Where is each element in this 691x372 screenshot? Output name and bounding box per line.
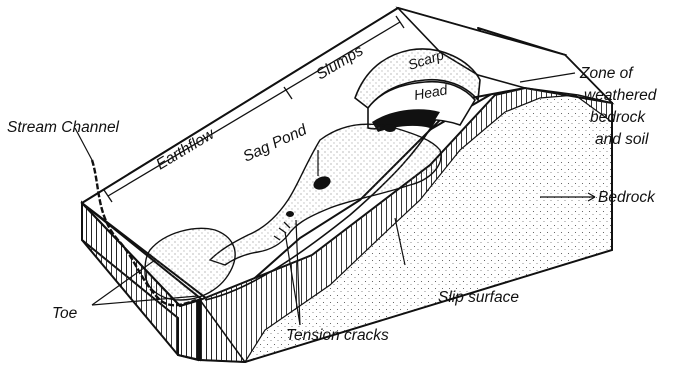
label-stream-channel: Stream Channel	[7, 119, 120, 136]
crack-dark-spot	[286, 211, 294, 217]
label-zone-line4: and soil	[595, 131, 649, 148]
label-toe: Toe	[52, 305, 78, 322]
head-dark-spot	[384, 124, 396, 132]
label-slip-surface: Slip surface	[438, 289, 519, 306]
label-tension-cracks: Tension cracks	[286, 327, 389, 344]
label-zone-line3: bedrock	[590, 109, 646, 126]
label-zone-line1: Zone of	[579, 65, 634, 82]
label-zone-line2: weathered	[584, 87, 658, 104]
label-bedrock: Bedrock	[598, 189, 656, 206]
